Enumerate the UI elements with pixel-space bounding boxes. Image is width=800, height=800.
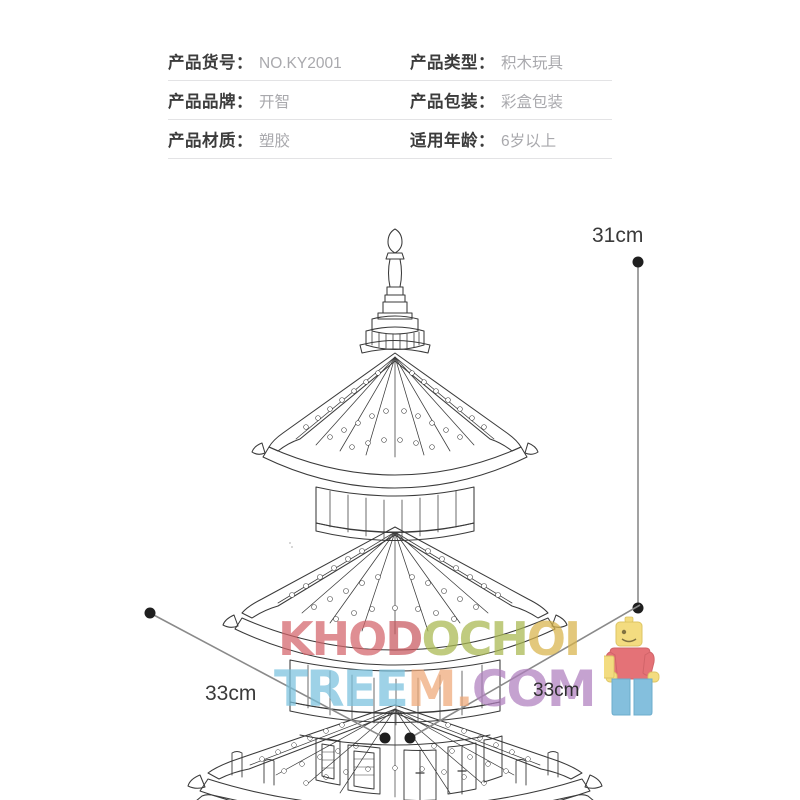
dimension-dot-depth-end	[379, 732, 391, 744]
dimension-dot-width-start	[404, 732, 416, 744]
spec-value: 积木玩具	[501, 55, 564, 72]
dimension-line-width	[409, 604, 641, 739]
spec-cell-product-brand: 产品品牌： 开智	[168, 88, 410, 112]
spec-label: 适用年龄：	[410, 132, 495, 150]
spec-label: 产品包装：	[410, 93, 495, 111]
spec-value: 6岁以上	[501, 133, 557, 150]
spec-value: NO.KY2001	[259, 55, 342, 72]
dimension-lines	[144, 256, 644, 744]
product-illustration	[0, 175, 800, 800]
dimension-label-depth: 33cm	[205, 682, 257, 705]
product-spec-table: 产品货号： NO.KY2001 产品类型： 积木玩具 产品品牌： 开智 产品包装…	[168, 42, 612, 159]
dimension-line-depth	[149, 612, 386, 739]
dimension-dot-height-top	[632, 256, 644, 268]
temple-line-art	[187, 228, 603, 800]
spec-cell-age-range: 适用年龄： 6岁以上	[410, 127, 612, 151]
spec-value: 塑胶	[259, 133, 291, 150]
spec-label: 产品材质：	[168, 132, 253, 150]
spec-value: 彩盒包装	[501, 94, 564, 111]
spec-value: 开智	[259, 94, 291, 111]
spec-label: 产品货号：	[168, 54, 253, 72]
dimension-label-height: 31cm	[592, 224, 644, 247]
table-row: 产品货号： NO.KY2001 产品类型： 积木玩具	[168, 42, 612, 81]
dimension-dot-height-bottom	[632, 602, 644, 614]
spec-cell-product-code: 产品货号： NO.KY2001	[168, 49, 410, 73]
spec-cell-product-material: 产品材质： 塑胶	[168, 127, 410, 151]
spec-label: 产品类型：	[410, 54, 495, 72]
spec-label: 产品品牌：	[168, 93, 253, 111]
spec-cell-product-packaging: 产品包装： 彩盒包装	[410, 88, 612, 112]
dimension-dot-depth-start	[144, 607, 156, 619]
table-row: 产品材质： 塑胶 适用年龄： 6岁以上	[168, 120, 612, 159]
table-row: 产品品牌： 开智 产品包装： 彩盒包装	[168, 81, 612, 120]
spec-cell-product-type: 产品类型： 积木玩具	[410, 49, 612, 73]
